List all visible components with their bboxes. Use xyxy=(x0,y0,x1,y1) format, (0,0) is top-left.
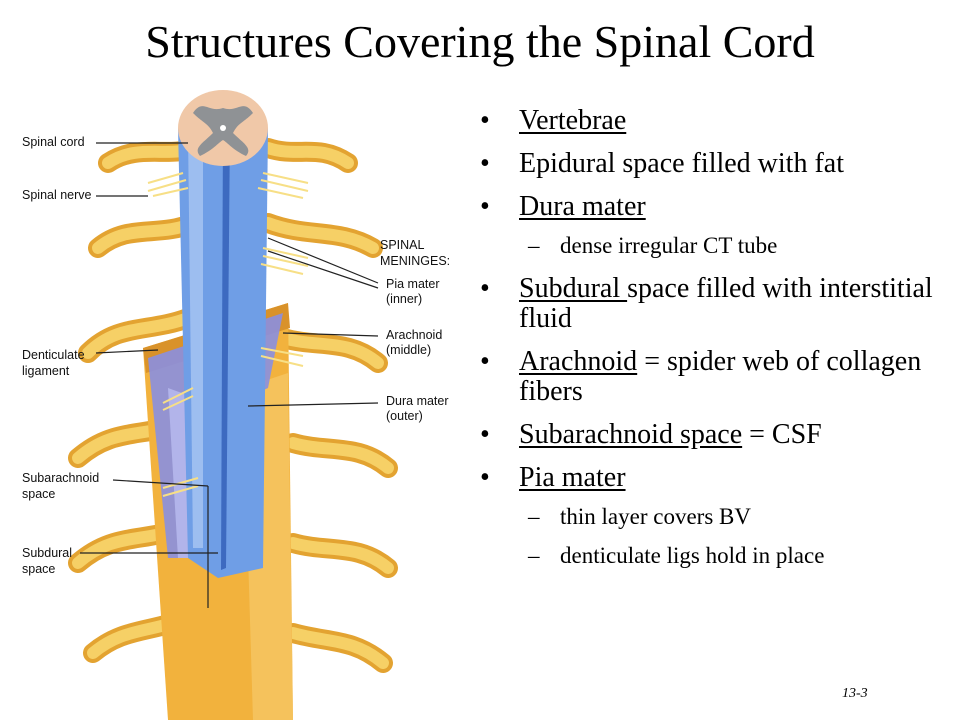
bullet-subdural: Subdural space filled with interstitial … xyxy=(478,274,948,334)
bullet-pia-mater: Pia mater xyxy=(478,462,948,494)
label-dura-mater-2: (outer) xyxy=(386,409,423,423)
bullet-vertebrae-text: Vertebrae xyxy=(519,105,627,136)
sub-bullet-dura-text: dense irregular CT tube xyxy=(560,233,778,258)
label-spinal-cord: Spinal cord xyxy=(22,135,85,149)
bullet-arachnoid-term: Arachnoid xyxy=(519,346,638,377)
spinal-cord-illustration: Spinal cord Spinal nerve SPINAL MENINGES… xyxy=(18,88,473,720)
sub-bullet-dura: –dense irregular CT tube xyxy=(528,233,778,258)
label-spinal-nerve: Spinal nerve xyxy=(22,188,92,202)
label-subarachnoid-1: Subarachnoid xyxy=(22,471,100,485)
bullet-subdural-text: space filled with interstitial fluid xyxy=(519,273,933,334)
label-denticulate-1: Denticulate xyxy=(22,348,85,362)
bullet-subarachnoid-text: = CSF xyxy=(742,419,822,450)
bullet-subdural-term: Subdural xyxy=(519,273,628,304)
bullet-dura-mater: Dura mater xyxy=(478,191,948,223)
bullet-arachnoid-text: = spider web of collagen fibers xyxy=(519,346,922,407)
bullet-epidural: Epidural space filled with fat xyxy=(478,148,948,180)
page-number: 13-3 xyxy=(842,686,868,701)
label-denticulate-2: ligament xyxy=(22,364,70,378)
bullet-epidural-text: Epidural space filled with fat xyxy=(519,148,844,179)
bullet-dura-text: Dura mater xyxy=(519,191,646,222)
bullet-subarachnoid: Subarachnoid space = CSF xyxy=(478,419,948,451)
bullet-pia-text: Pia mater xyxy=(519,462,626,493)
page-title: Structures Covering the Spinal Cord xyxy=(145,16,815,67)
label-arachnoid-2: (middle) xyxy=(386,343,432,357)
label-spinal-meninges-2: MENINGES: xyxy=(380,254,451,268)
bullet-vertebrae: Vertebrae xyxy=(478,105,948,137)
bullet-list: Vertebrae Epidural space filled with fat… xyxy=(478,106,948,584)
nerve-rootlets xyxy=(147,172,309,497)
spinal-cord-drawing xyxy=(68,90,398,720)
bullet-subarachnoid-term: Subarachnoid space xyxy=(519,419,743,450)
label-spinal-meninges-1: SPINAL xyxy=(380,238,425,252)
bullet-arachnoid: Arachnoid = spider web of collagen fiber… xyxy=(478,347,948,407)
sub-bullet-pia-2: –denticulate ligs hold in place xyxy=(528,543,825,568)
label-pia-mater-1: Pia mater xyxy=(386,277,440,291)
label-subdural-1: Subdural xyxy=(22,546,73,560)
label-dura-mater-1: Dura mater xyxy=(386,394,449,408)
sub-bullet-pia-1-text: thin layer covers BV xyxy=(560,504,751,529)
leader-lines xyxy=(80,142,379,608)
label-subarachnoid-2: space xyxy=(22,487,56,501)
sub-bullet-pia-1: –thin layer covers BV xyxy=(528,504,751,529)
label-pia-mater-2: (inner) xyxy=(386,292,423,306)
sub-bullet-pia-2-text: denticulate ligs hold in place xyxy=(560,543,825,568)
label-subdural-2: space xyxy=(22,562,56,576)
label-arachnoid-1: Arachnoid xyxy=(386,328,443,342)
spinal-cord-cross-section xyxy=(178,90,268,166)
